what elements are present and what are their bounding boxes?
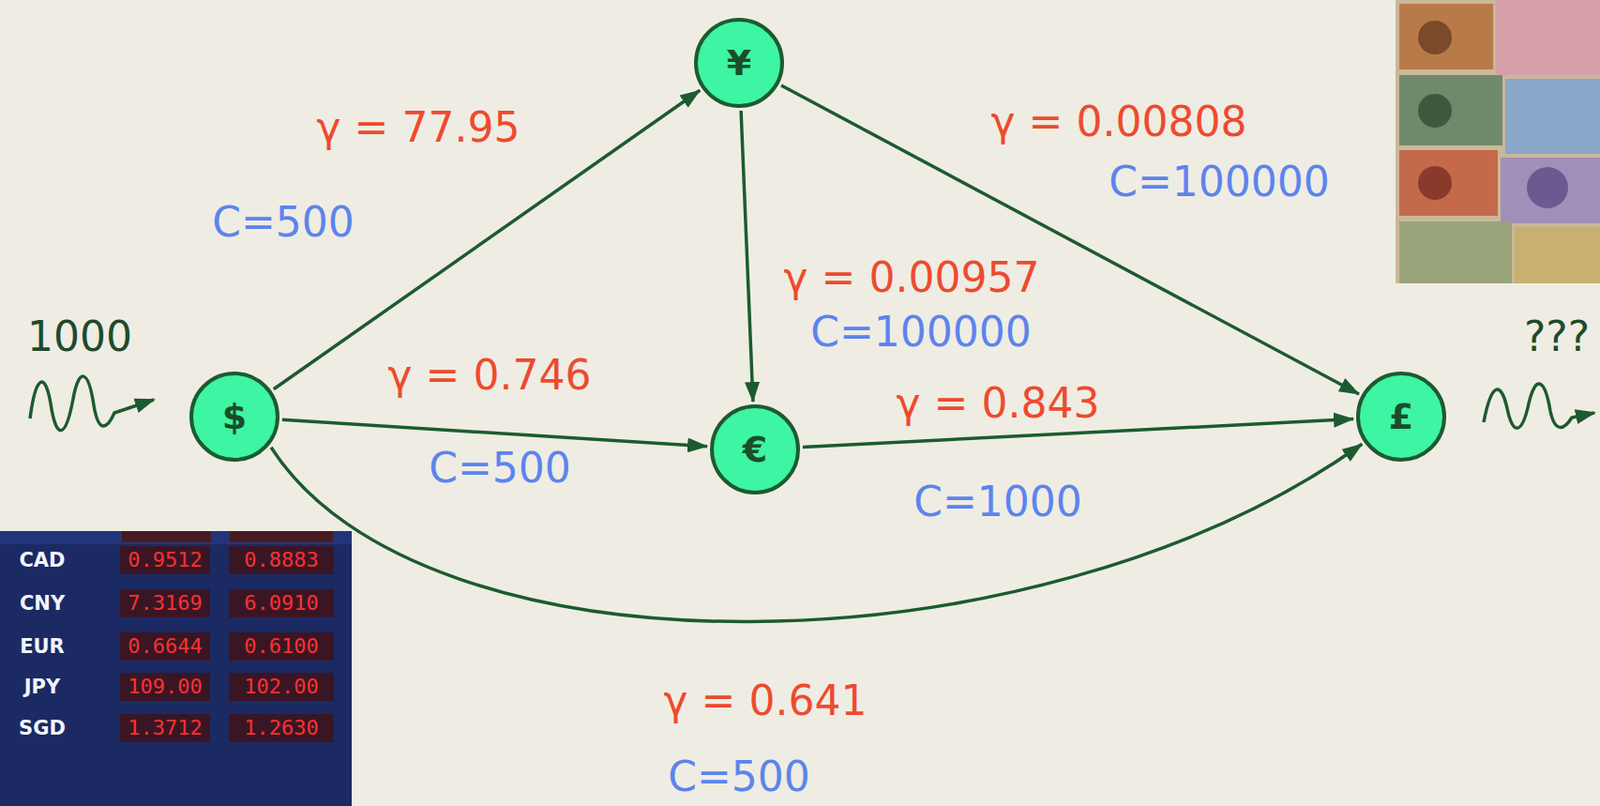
rate-label: γ = 0.641 — [664, 679, 868, 722]
rate-value: 7.3169 — [127, 592, 202, 614]
exchange-arrow — [271, 443, 1362, 621]
rate-board — [0, 530, 352, 806]
rate-value: 109.00 — [127, 676, 202, 697]
rate-label: γ = 0.00957 — [784, 256, 1041, 299]
capacity-label: C=100000 — [810, 311, 1032, 353]
rate-label: γ = 77.95 — [316, 106, 521, 149]
rate-value: 0.8883 — [243, 549, 318, 571]
capacity-label: C=100000 — [1108, 161, 1330, 203]
currency-code: SGD — [18, 718, 66, 739]
output-squiggle — [1483, 383, 1595, 428]
input-squiggle — [30, 376, 154, 431]
capacity-label: C=500 — [667, 755, 811, 798]
currency-symbol: € — [709, 403, 801, 496]
currency-circle: ¥ — [693, 16, 785, 109]
rate-label: γ = 0.843 — [896, 382, 1101, 424]
capacity-label: C=500 — [211, 201, 355, 243]
currency-symbol: ¥ — [693, 16, 785, 109]
flow-label: 1000 — [27, 316, 133, 358]
rate-value: 0.6644 — [127, 635, 202, 657]
currency-code: JPY — [24, 677, 61, 697]
led-cell — [229, 530, 333, 543]
rate-label: γ = 0.746 — [388, 354, 592, 396]
flow-label: ??? — [1524, 316, 1590, 358]
capacity-label: C=500 — [428, 447, 572, 489]
rate-board-top — [0, 530, 352, 544]
currency-code: CAD — [18, 550, 65, 571]
rate-value: 1.2630 — [243, 717, 318, 739]
rate-value: 0.9512 — [127, 549, 202, 571]
currency-code: CNY — [19, 593, 65, 614]
led-cell — [121, 530, 212, 543]
currency-circle: € — [709, 403, 801, 496]
rate-label: γ = 0.00808 — [991, 101, 1248, 143]
currency-symbol: $ — [188, 370, 281, 463]
exchange-arrow — [740, 110, 754, 402]
currency-symbol: £ — [1355, 370, 1448, 463]
rate-value: 1.3712 — [127, 717, 202, 739]
capacity-label: C=1000 — [913, 481, 1083, 523]
currency-code: EUR — [19, 636, 65, 657]
led-cells — [120, 545, 334, 742]
rate-value: 6.0910 — [243, 592, 318, 614]
exchange-arrow — [781, 85, 1359, 394]
banknotes-photo — [1395, 0, 1600, 284]
currency-circle: $ — [188, 370, 281, 463]
currency-circle: £ — [1355, 370, 1448, 463]
rate-value: 102.00 — [243, 676, 318, 697]
exchange-arrow — [282, 419, 708, 447]
rate-value: 0.6100 — [243, 635, 318, 657]
